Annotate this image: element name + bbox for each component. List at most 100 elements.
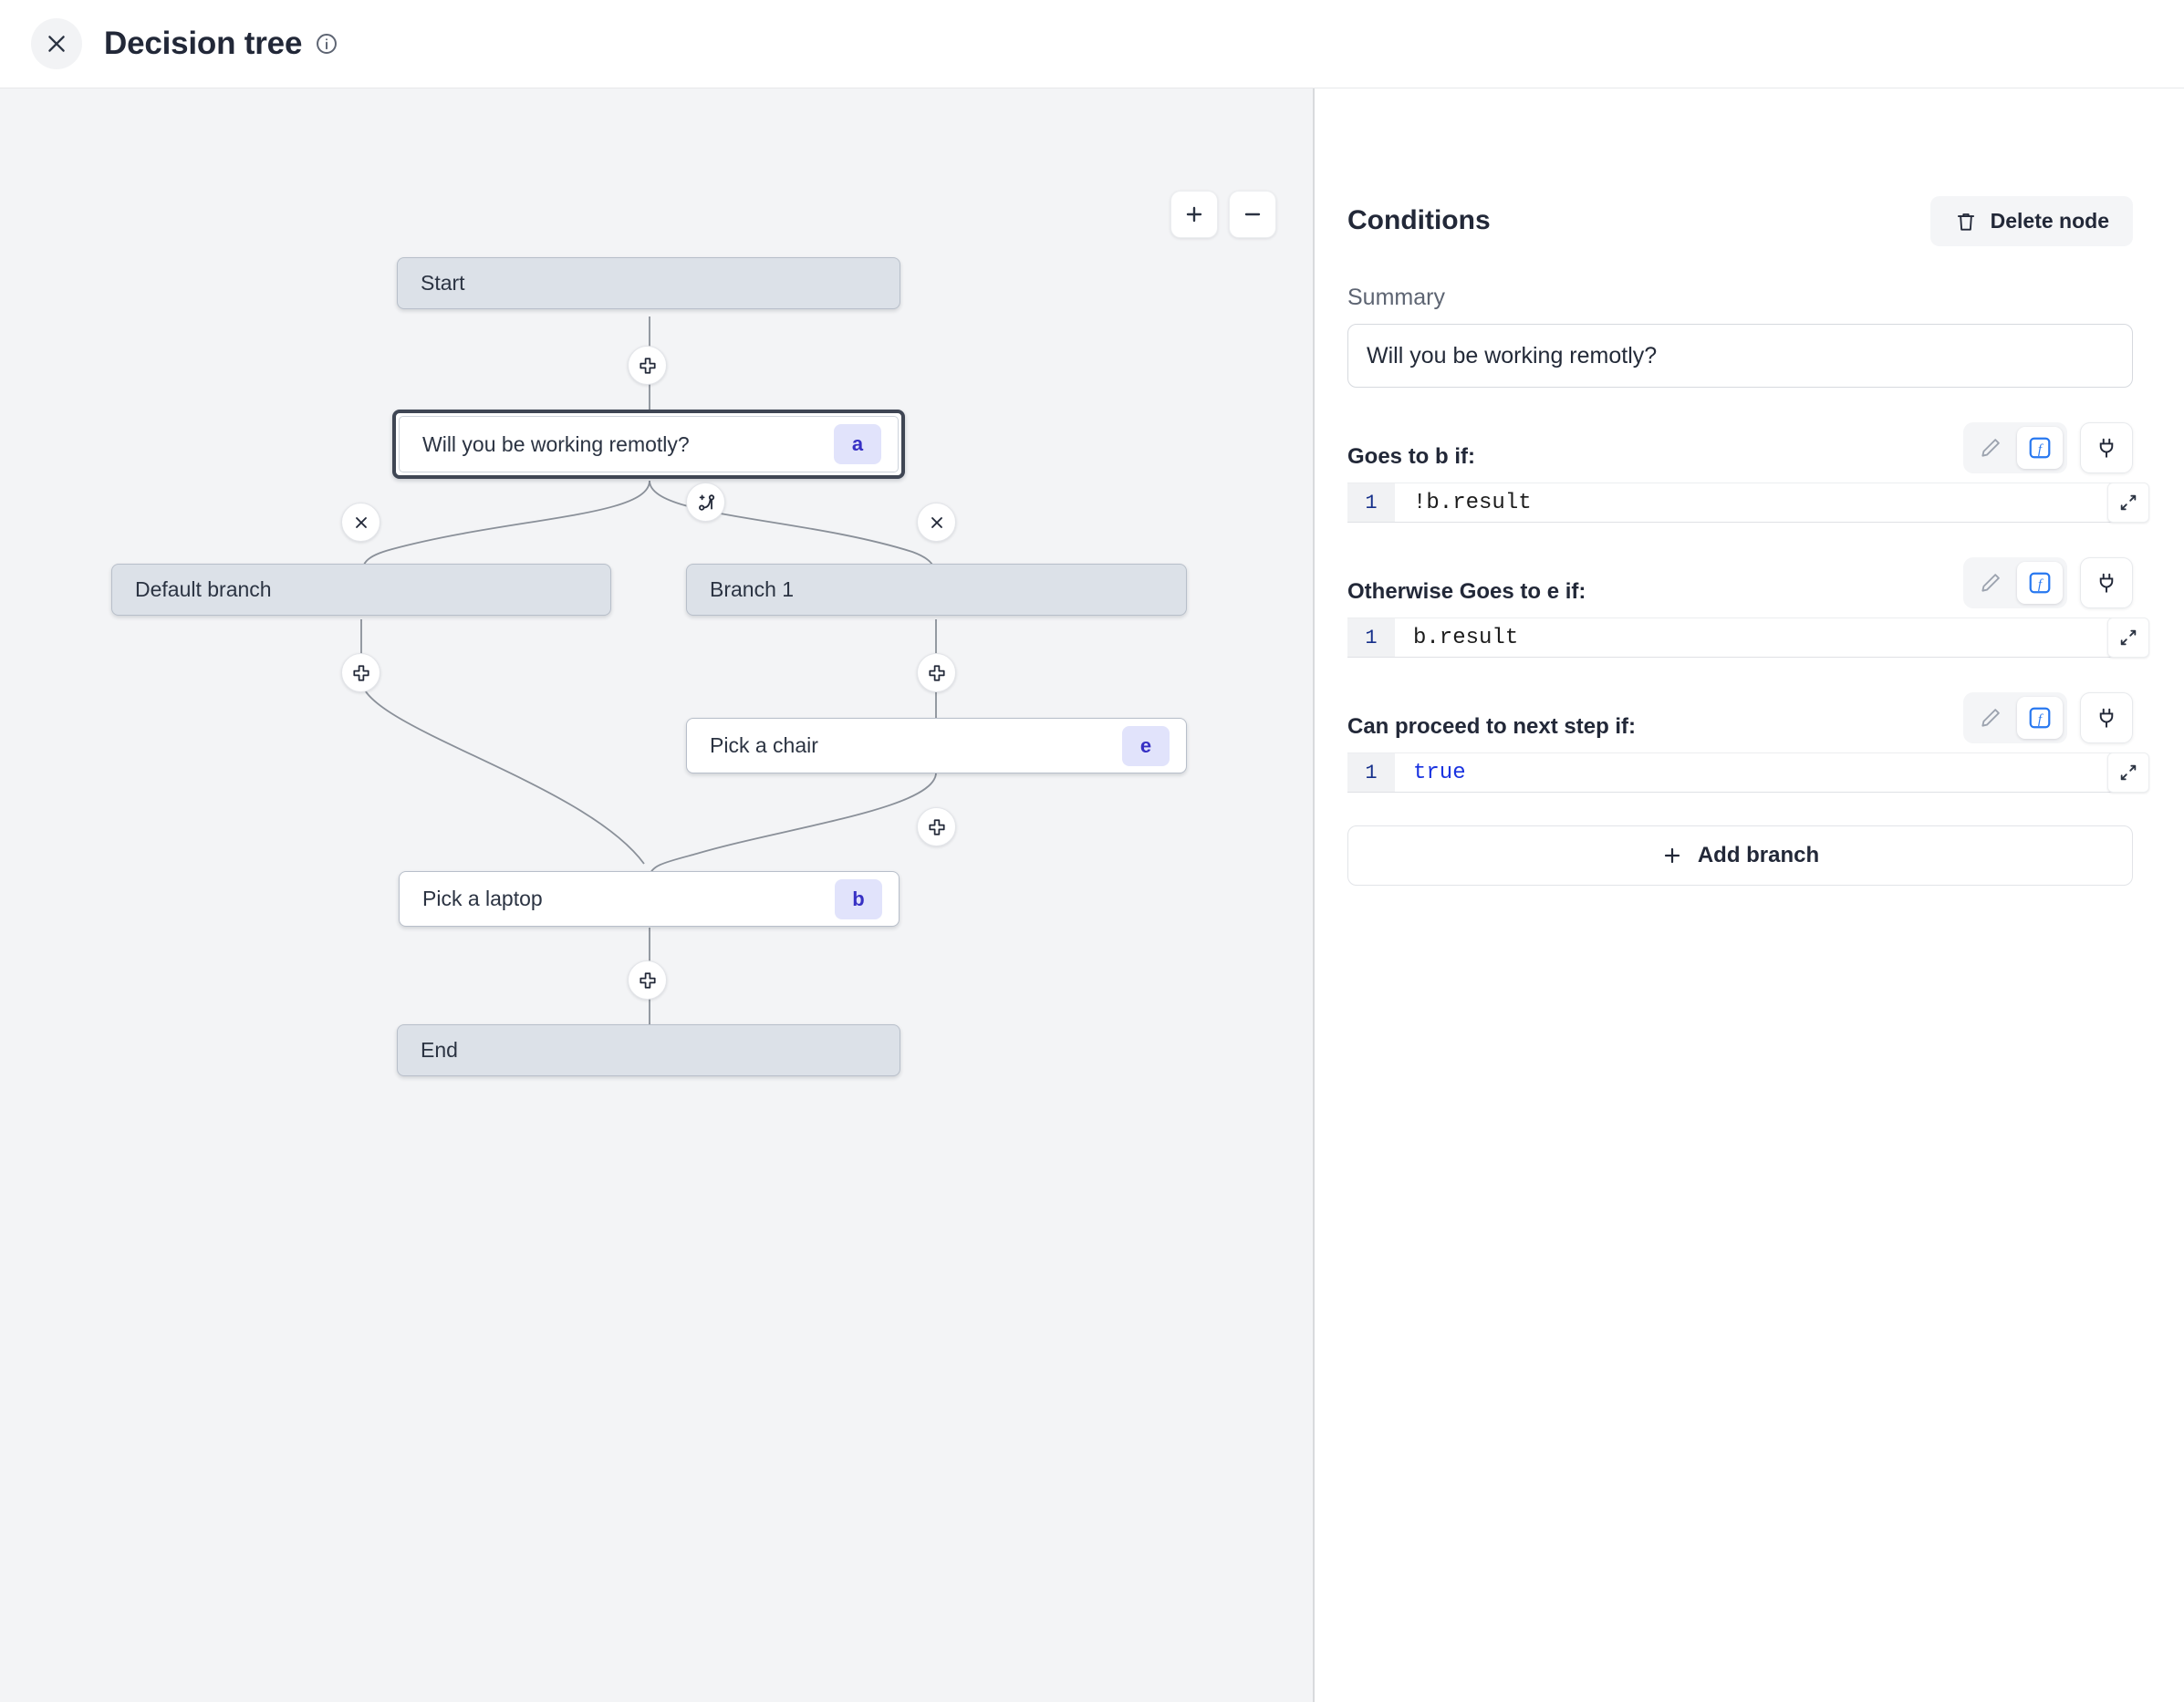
- flow-node-start[interactable]: Start: [397, 257, 900, 309]
- condition-tools: f: [1963, 422, 2133, 473]
- function-mode-button[interactable]: f: [2017, 697, 2063, 739]
- svg-text:f: f: [2038, 576, 2044, 592]
- close-x-icon: [928, 514, 946, 532]
- pencil-icon: [1979, 436, 2002, 460]
- summary-label: Summary: [1347, 285, 2133, 311]
- plus-cross-icon: [351, 663, 371, 683]
- page-title: Decision tree: [104, 26, 302, 62]
- function-mode-button[interactable]: f: [2017, 562, 2063, 604]
- condition-block-goes-to-b: Goes to b if: f: [1347, 420, 2133, 523]
- code-content[interactable]: true: [1395, 761, 2133, 785]
- delete-branch-1[interactable]: [917, 503, 956, 542]
- add-branch-button[interactable]: Add branch: [1347, 825, 2133, 886]
- svg-text:f: f: [2038, 441, 2044, 457]
- editor-mode-toggle: f: [1963, 692, 2067, 743]
- branch-plus-icon: [695, 492, 717, 514]
- line-number: 1: [1347, 618, 1395, 657]
- add-step-after-start[interactable]: [628, 346, 667, 385]
- delete-node-label: Delete node: [1991, 209, 2109, 234]
- app-header: Decision tree: [0, 0, 2184, 88]
- condition-row: Otherwise Goes to e if: f: [1347, 555, 2133, 608]
- flow-node-end[interactable]: End: [397, 1024, 900, 1076]
- pencil-icon: [1979, 706, 2002, 730]
- line-number: 1: [1347, 483, 1395, 522]
- zoom-out-button[interactable]: [1229, 191, 1276, 238]
- condition-label: Can proceed to next step if:: [1347, 714, 1636, 743]
- code-content[interactable]: b.result: [1395, 626, 2133, 650]
- editor-mode-toggle: f: [1963, 422, 2067, 473]
- panel-title: Conditions: [1347, 196, 1491, 234]
- line-number: 1: [1347, 753, 1395, 792]
- flow-node-branch-1[interactable]: Branch 1: [686, 564, 1187, 616]
- plug-button[interactable]: [2080, 692, 2133, 743]
- expand-diagonal-icon: [2118, 763, 2138, 783]
- zoom-in-button[interactable]: [1170, 191, 1218, 238]
- node-label: Default branch: [112, 577, 610, 602]
- function-fx-icon: f: [2027, 570, 2053, 596]
- add-step-branch-1[interactable]: [917, 653, 956, 692]
- condition-label: Goes to b if:: [1347, 444, 1475, 473]
- add-step-after-chair[interactable]: [917, 807, 956, 846]
- pencil-mode-button[interactable]: [1968, 427, 2013, 469]
- plug-icon: [2095, 706, 2118, 730]
- flow-node-pick-chair[interactable]: Pick a chair e: [686, 718, 1187, 773]
- pencil-mode-button[interactable]: [1968, 697, 2013, 739]
- flow-canvas[interactable]: Start Will you be working remotly? a: [0, 88, 1315, 1702]
- plus-cross-icon: [927, 817, 947, 837]
- plus-cross-icon: [638, 970, 658, 991]
- code-content[interactable]: !b.result: [1395, 491, 2133, 515]
- code-editor[interactable]: 1 !b.result: [1347, 483, 2133, 523]
- node-label: Pick a chair: [687, 733, 1122, 758]
- plus-cross-icon: [638, 356, 658, 376]
- pencil-mode-button[interactable]: [1968, 562, 2013, 604]
- flow-node-pick-laptop[interactable]: Pick a laptop b: [399, 871, 900, 927]
- node-badge: e: [1122, 726, 1170, 766]
- summary-input[interactable]: [1347, 324, 2133, 388]
- expand-diagonal-icon: [2118, 493, 2138, 513]
- node-label: End: [398, 1038, 900, 1063]
- plus-icon: [1183, 203, 1205, 225]
- code-editor[interactable]: 1 b.result: [1347, 617, 2133, 658]
- plug-icon: [2095, 571, 2118, 595]
- main-area: Start Will you be working remotly? a: [0, 88, 2184, 1702]
- function-fx-icon: f: [2027, 705, 2053, 731]
- flow-node-question[interactable]: Will you be working remotly? a: [392, 410, 905, 479]
- panel-header: Conditions Delete node: [1347, 196, 2133, 246]
- trash-icon: [1954, 210, 1978, 234]
- condition-row: Goes to b if: f: [1347, 420, 2133, 473]
- expand-editor-button[interactable]: [2107, 483, 2149, 523]
- add-step-after-laptop[interactable]: [628, 960, 667, 1000]
- zoom-controls: [1170, 191, 1276, 238]
- add-branch-label: Add branch: [1698, 843, 1819, 868]
- plus-icon: [1661, 845, 1683, 867]
- condition-tools: f: [1963, 557, 2133, 608]
- editor-mode-toggle: f: [1963, 557, 2067, 608]
- pencil-icon: [1979, 571, 2002, 595]
- function-mode-button[interactable]: f: [2017, 427, 2063, 469]
- function-fx-icon: f: [2027, 435, 2053, 461]
- condition-block-can-proceed: Can proceed to next step if: f: [1347, 690, 2133, 793]
- svg-text:f: f: [2038, 711, 2044, 727]
- node-label: Start: [398, 271, 900, 296]
- plug-button[interactable]: [2080, 422, 2133, 473]
- expand-editor-button[interactable]: [2107, 752, 2149, 793]
- node-badge: b: [835, 879, 882, 919]
- plug-button[interactable]: [2080, 557, 2133, 608]
- node-badge: a: [834, 424, 881, 464]
- close-x-icon: [352, 514, 370, 532]
- add-step-default-branch[interactable]: [341, 653, 380, 692]
- info-circle-icon[interactable]: [315, 32, 338, 56]
- delete-node-button[interactable]: Delete node: [1930, 196, 2133, 246]
- add-branch-handle[interactable]: [686, 483, 725, 522]
- delete-default-branch[interactable]: [341, 503, 380, 542]
- close-button[interactable]: [31, 18, 82, 69]
- node-label: Pick a laptop: [400, 887, 835, 911]
- minus-icon: [1242, 203, 1264, 225]
- expand-editor-button[interactable]: [2107, 617, 2149, 658]
- flow-node-default-branch[interactable]: Default branch: [111, 564, 611, 616]
- code-editor[interactable]: 1 true: [1347, 752, 2133, 793]
- node-label: Will you be working remotly?: [400, 432, 834, 457]
- condition-block-goes-to-e: Otherwise Goes to e if: f: [1347, 555, 2133, 658]
- condition-tools: f: [1963, 692, 2133, 743]
- node-label: Branch 1: [687, 577, 1186, 602]
